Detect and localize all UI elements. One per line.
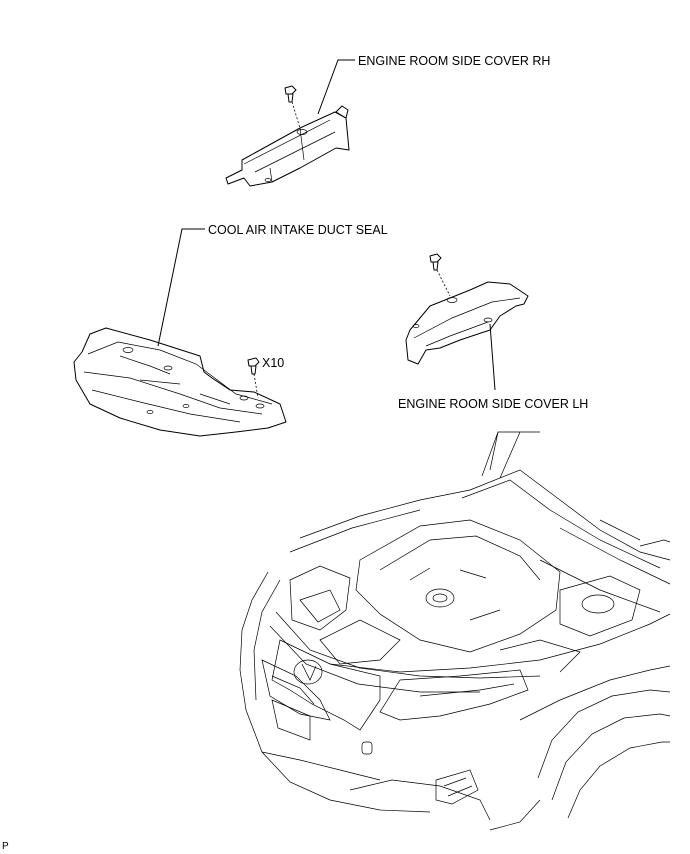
clip-rh-cover: [284, 85, 301, 129]
engine-room-side-cover-lh: [405, 281, 529, 365]
cool-air-intake-duct-seal: [73, 327, 287, 437]
leader-duct-seal: [157, 228, 205, 347]
clip-duct-seal: [247, 357, 260, 399]
leader-rh-cover: [317, 59, 355, 115]
engine-room-side-cover-rh: [225, 105, 350, 187]
label-lh-cover: ENGINE ROOM SIDE COVER LH: [398, 397, 588, 411]
label-rh-cover: ENGINE ROOM SIDE COVER RH: [358, 54, 550, 68]
leader-lh-cover: [489, 323, 496, 391]
figure-code: P: [2, 841, 9, 852]
label-clip-quantity: X10: [262, 356, 284, 370]
vehicle-front-engine-bay: [239, 431, 671, 831]
clip-lh-cover: [429, 253, 451, 297]
label-duct-seal: COOL AIR INTAKE DUCT SEAL: [208, 223, 388, 237]
